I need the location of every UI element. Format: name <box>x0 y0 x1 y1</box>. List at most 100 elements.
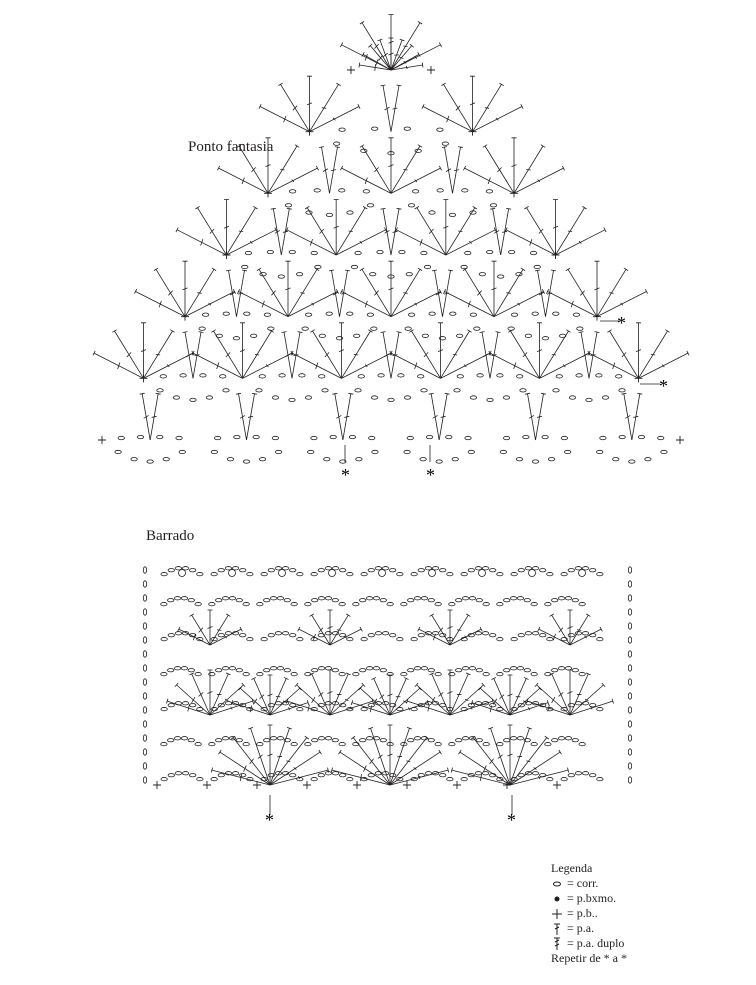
chain-stitch <box>523 738 531 743</box>
chain-stitch <box>354 250 362 256</box>
chain-stitch <box>467 449 475 455</box>
double-crochet-stitch <box>242 350 294 379</box>
chain-stitch <box>228 596 237 601</box>
double-crochet-stitch <box>285 227 337 256</box>
double-crochet-stitch <box>192 331 204 379</box>
double-crochet-stitch <box>359 267 392 317</box>
chain-stitch <box>304 672 312 677</box>
double-crochet-stitch <box>511 137 517 194</box>
chain-stitch <box>283 598 291 603</box>
legend-repeat: Repetir de * a * <box>551 951 627 965</box>
double-crochet-stitch <box>470 700 511 716</box>
chain-stitch <box>231 771 240 776</box>
chain-stitch <box>194 742 202 747</box>
double-crochet-stitch <box>177 626 211 646</box>
repeat-mark-6: * <box>507 810 516 830</box>
chain-stitch <box>523 668 531 673</box>
chain-stitch <box>438 336 447 341</box>
chain-stitch <box>371 126 379 131</box>
chain-stitch <box>596 572 604 577</box>
chain-stitch <box>324 596 333 601</box>
chain-stitch <box>310 572 318 577</box>
double-crochet-stitch <box>389 350 441 379</box>
double-crochet-stitch <box>569 613 591 646</box>
chain-stitch <box>371 449 379 455</box>
chain-stitch <box>142 636 148 644</box>
chain-stitch <box>541 336 550 341</box>
chain-stitch <box>242 672 250 677</box>
double-crochet-stitch <box>359 144 392 194</box>
double-crochet-stitch <box>351 735 391 786</box>
chain-stitch <box>362 189 370 194</box>
double-crochet-stitch <box>607 329 639 379</box>
double-crochet-stitch <box>449 672 471 716</box>
chain-stitch <box>359 668 367 673</box>
chain-stitch <box>298 373 306 378</box>
chain-stitch <box>503 598 511 603</box>
chain-stitch <box>208 602 216 607</box>
double-crochet-stitch <box>449 626 483 646</box>
double-crochet-stitch <box>341 329 373 379</box>
chain-stitch <box>420 596 429 601</box>
chain-stitch <box>242 742 250 747</box>
double-crochet-stitch <box>437 322 444 379</box>
chain-stitch <box>231 701 240 706</box>
double-crochet-stitch <box>449 613 471 646</box>
chain-stitch <box>406 435 414 441</box>
double-crochet-stitch <box>429 613 451 646</box>
chain-stitch <box>396 637 404 642</box>
double-crochet-stitch <box>309 613 331 646</box>
chain-stitch <box>567 568 575 573</box>
chain-stitch <box>419 457 427 462</box>
chain-stitch <box>449 311 457 316</box>
chain-stitch <box>189 773 197 778</box>
chain-stitch <box>531 701 540 706</box>
double-crochet-stitch <box>329 146 341 194</box>
chain-stitch <box>235 668 243 673</box>
chain-stitch <box>360 707 368 712</box>
double-crochet-stitch <box>447 669 453 715</box>
double-crochet-stitch <box>246 392 258 441</box>
chain-stitch <box>502 395 511 400</box>
chain-stitch <box>544 742 552 747</box>
chain-stitch <box>628 459 636 464</box>
chain-stitch <box>482 672 490 677</box>
chain-stitch <box>486 397 494 403</box>
chain-stitch <box>517 703 525 708</box>
double-crochet-stitch <box>209 698 254 716</box>
chain-stitch <box>243 311 251 316</box>
chain-stitch <box>277 274 285 279</box>
double-crochet-stitch <box>445 227 497 256</box>
chain-stitch <box>331 566 340 571</box>
chain-stitch <box>460 264 468 270</box>
chain-stitch <box>366 203 375 208</box>
chain-stitch <box>215 738 223 743</box>
chain-stitch <box>314 264 322 270</box>
double-crochet-stitch <box>333 199 339 255</box>
chain-stitch <box>142 622 148 630</box>
double-crochet-stitch <box>546 289 598 318</box>
chain-stitch <box>290 672 298 677</box>
double-crochet-stitch <box>596 267 629 317</box>
chain-stitch <box>560 435 569 441</box>
single-crochet-stitch <box>453 781 461 789</box>
chain-stitch <box>311 668 319 673</box>
chain-stitch <box>596 777 604 782</box>
border-chart <box>142 566 633 815</box>
picot-stitch <box>478 569 486 577</box>
chain-stitch <box>475 668 483 673</box>
chain-stitch <box>481 566 490 571</box>
double-crochet-stitch <box>462 267 495 317</box>
chain-stitch <box>357 374 365 379</box>
chain-stitch <box>497 274 505 279</box>
chain-stitch <box>489 633 497 638</box>
chain-stitch <box>208 672 216 677</box>
chain-stitch <box>162 457 170 462</box>
double-crochet-stitch <box>509 727 532 786</box>
double-crochet-stitch <box>368 43 392 71</box>
chain-stitch <box>210 572 218 577</box>
chain-stitch <box>331 631 340 636</box>
chain-stitch <box>142 650 148 658</box>
chain-stitch <box>142 664 148 672</box>
chain-stitch <box>530 602 538 607</box>
